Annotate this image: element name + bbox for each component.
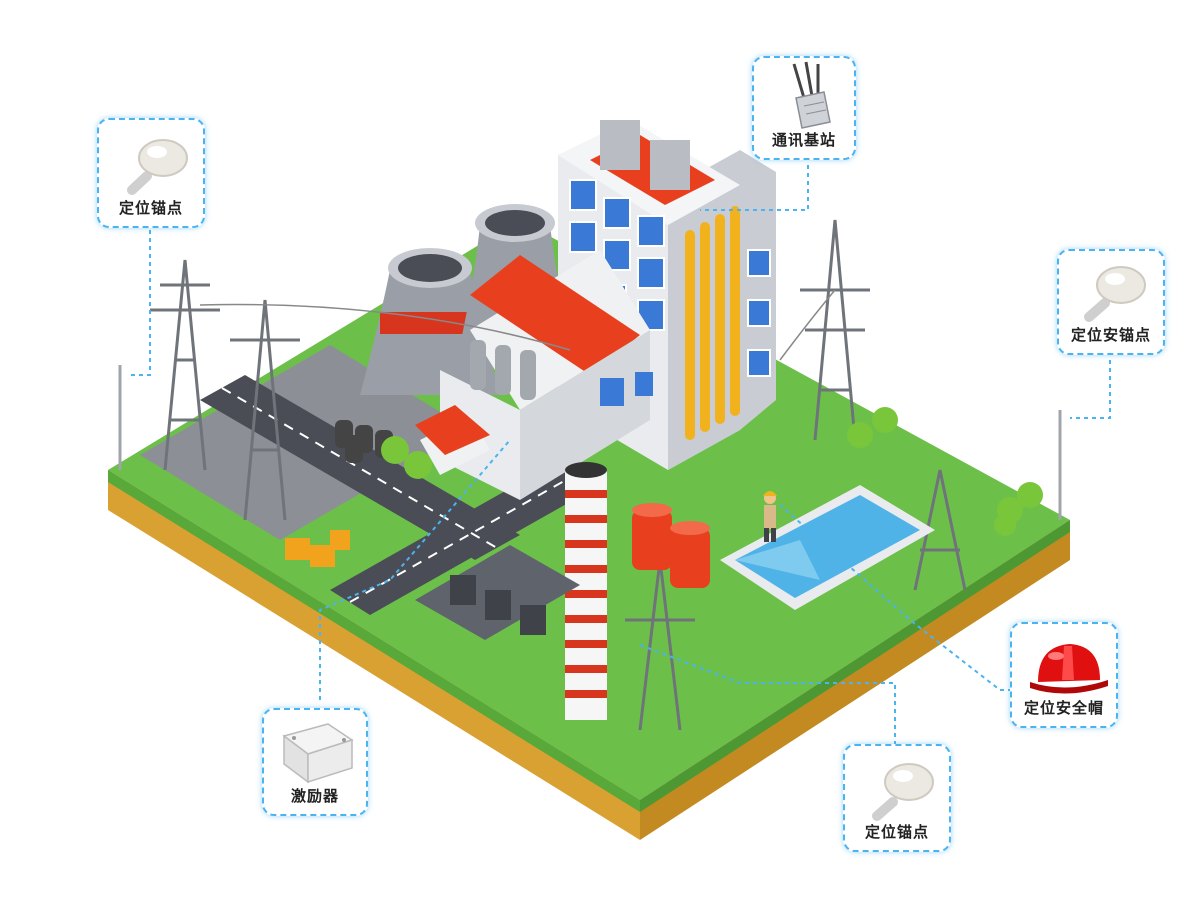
anchor-label: 定位锚点 (864, 823, 929, 841)
helmet-callout: 定位安全帽 (1010, 622, 1118, 728)
turbine-hall (440, 250, 653, 500)
connector-lines (128, 165, 1111, 745)
road (200, 375, 600, 615)
anchor-callout-right: 定位安锚点 (1057, 249, 1165, 355)
cooling-towers (360, 204, 570, 395)
lamp-posts (118, 365, 1062, 520)
striped-chimney (565, 462, 607, 720)
anchor-icon (127, 139, 188, 195)
anchor-callout-bottom: 定位锚点 (843, 744, 951, 852)
transformer-yard (415, 545, 580, 640)
exciter-callout: 激励器 (262, 708, 368, 816)
comm-base-station-label: 通讯基站 (771, 131, 836, 149)
cargo-boxes (285, 530, 350, 567)
anchor-label: 定位安锚点 (1070, 326, 1151, 344)
anchor-label: 定位锚点 (118, 199, 183, 217)
anchor-callout-top-left: 定位锚点 (97, 118, 205, 228)
exciter-box-icon (282, 723, 354, 784)
helmet-icon (1030, 644, 1108, 694)
trees (381, 407, 1043, 536)
helmet-label: 定位安全帽 (1023, 699, 1104, 717)
worker-figure (763, 491, 777, 542)
comm-base-station-callout: 通讯基站 (752, 56, 856, 160)
anchor-icon (872, 763, 934, 821)
antenna-icon (792, 61, 831, 129)
red-tanks (632, 503, 710, 588)
anchor-icon (1084, 266, 1146, 322)
transmission-towers (150, 219, 967, 731)
exciter-label: 激励器 (290, 787, 339, 805)
small-house (415, 405, 490, 475)
